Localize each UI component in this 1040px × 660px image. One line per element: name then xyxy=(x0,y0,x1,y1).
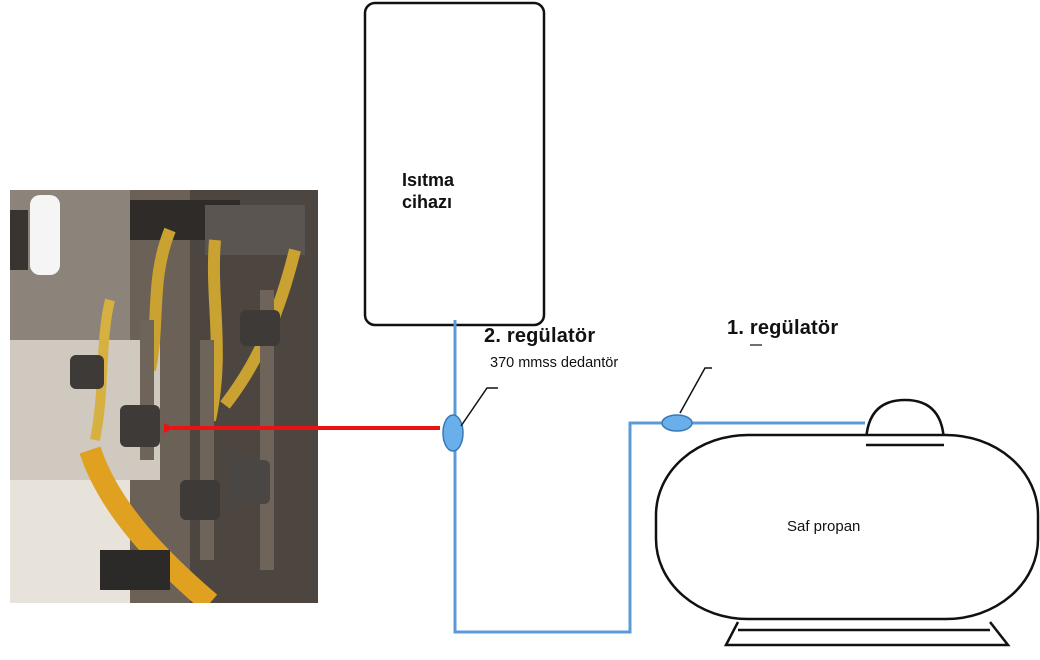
tank-stand xyxy=(723,621,1011,647)
heater-label-line1: Isıtma xyxy=(402,170,455,190)
tank-label: Saf propan xyxy=(787,518,861,535)
installation-photo-drawing xyxy=(10,190,318,603)
regulator-1-label: 1. regülatör xyxy=(727,317,839,339)
heater-box xyxy=(363,1,546,327)
regulator-2-leader xyxy=(460,387,498,427)
heater-label: Isıtma cihazı xyxy=(402,169,454,213)
regulator-1-leader xyxy=(679,367,712,414)
heater-label-line2: cihazı xyxy=(402,192,453,212)
regulator-1 xyxy=(661,414,693,432)
regulator-2 xyxy=(442,414,464,452)
gas-pipe xyxy=(453,320,865,634)
regulator-2-label: 2. regülatör xyxy=(484,325,596,347)
installation-photo xyxy=(10,190,318,603)
tank-body xyxy=(654,433,1040,621)
regulator-2-sublabel: 370 mmss dedantör xyxy=(490,355,619,371)
